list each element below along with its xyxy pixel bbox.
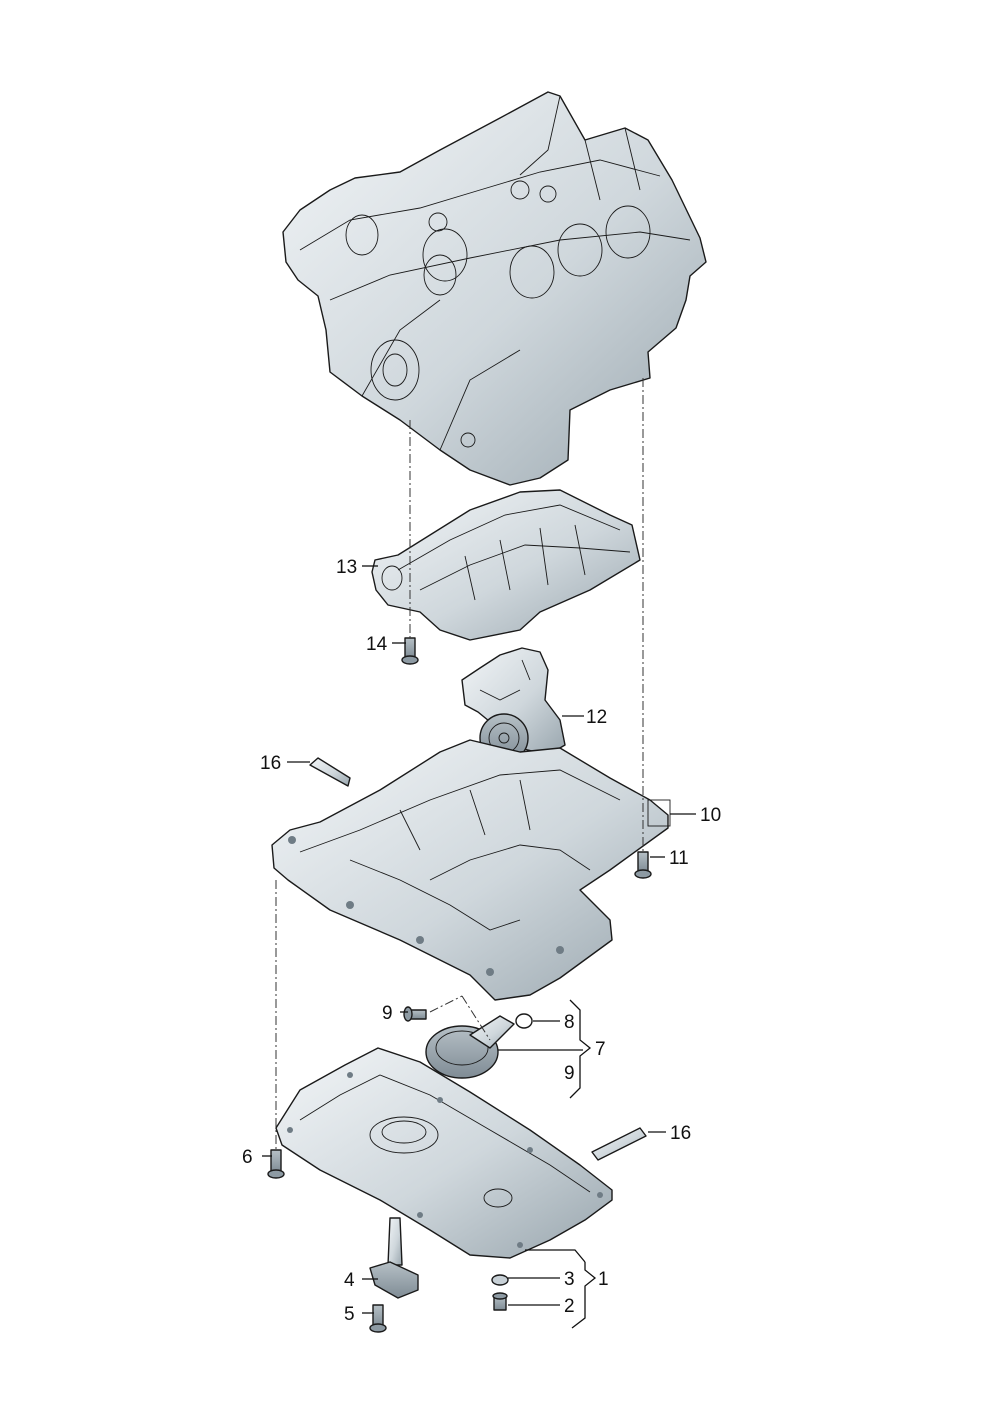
callout-12: 12 (586, 707, 607, 728)
bolt-part-9 (403, 1006, 427, 1022)
callout-4: 4 (344, 1270, 355, 1291)
callout-10: 10 (700, 805, 721, 826)
bolt-part-14 (401, 637, 419, 665)
callout-16-upper: 16 (260, 753, 281, 774)
callout-6: 6 (242, 1147, 253, 1168)
drain-plug-part-2 (492, 1292, 508, 1311)
callout-5: 5 (344, 1304, 355, 1325)
lower-oil-pan-part-1 (275, 1047, 613, 1259)
callout-11: 11 (669, 848, 689, 869)
callout-2: 2 (564, 1296, 575, 1317)
bolt-part-5 (369, 1304, 387, 1333)
callout-13: 13 (336, 557, 357, 578)
callout-3: 3 (564, 1269, 575, 1290)
o-ring-part-8 (515, 1013, 533, 1029)
sealant-tube-part-16-upper (309, 757, 351, 787)
oil-pump-part-12 (461, 647, 566, 763)
callout-8: 8 (564, 1012, 575, 1033)
callout-9-group: 9 (564, 1063, 575, 1084)
lower-crankcase-part-13 (371, 489, 641, 641)
alignment-lines (275, 378, 644, 1150)
leader-lines (262, 565, 696, 1329)
callout-labels: 13 14 12 16 10 11 9 8 7 9 16 6 4 3 1 5 2 (242, 557, 721, 1325)
oil-level-sensor-part-4 (369, 1217, 419, 1299)
bolt-part-6 (267, 1149, 285, 1179)
oil-strainer-part-7 (425, 1015, 515, 1079)
engine-block (282, 91, 707, 486)
callout-1: 1 (598, 1269, 609, 1290)
bolt-part-11 (634, 851, 652, 879)
sealant-tube-part-16-lower (591, 1127, 647, 1161)
callout-16-lower: 16 (670, 1123, 691, 1144)
callout-9-bolt: 9 (382, 1003, 393, 1024)
callout-14: 14 (366, 634, 388, 655)
callout-7: 7 (595, 1039, 606, 1060)
upper-oil-pan-part-10 (271, 739, 671, 1001)
seal-ring-part-3 (491, 1274, 509, 1286)
